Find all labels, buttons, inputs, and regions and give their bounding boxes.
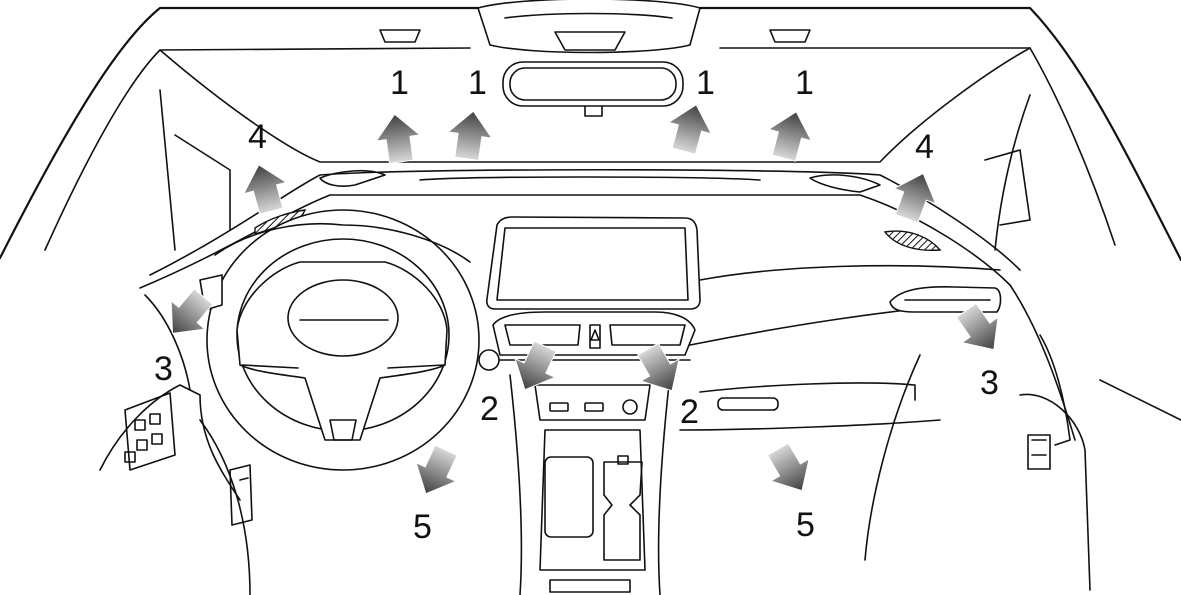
right-door-panel — [864, 284, 1181, 591]
label-1b: 1 — [468, 64, 487, 102]
arrow-footwell-5-right — [758, 437, 822, 503]
right-side-vent — [889, 286, 1002, 313]
label-2-left: 2 — [480, 390, 499, 428]
label-1c: 1 — [696, 64, 715, 102]
rear-view-mirror — [502, 61, 684, 117]
left-door-panel — [99, 294, 253, 595]
label-3-right: 3 — [980, 364, 999, 402]
label-2-right: 2 — [680, 393, 699, 431]
label-4-left: 4 — [248, 118, 267, 156]
label-5-right: 5 — [796, 506, 815, 544]
arrow-side-window-4-right — [885, 165, 945, 227]
arrow-side-window-4-left — [237, 158, 293, 218]
arrow-windshield-1a — [372, 110, 424, 166]
overhead-console — [379, 0, 811, 54]
label-3-left: 3 — [154, 350, 173, 388]
label-5-left: 5 — [413, 508, 432, 546]
label-4-right: 4 — [915, 128, 934, 166]
infotainment-screen — [486, 216, 701, 310]
label-1a: 1 — [390, 64, 409, 102]
arrow-windshield-1d — [762, 105, 818, 165]
roof-outline — [0, 6, 1181, 262]
steering-wheel — [206, 209, 500, 471]
label-1d: 1 — [795, 64, 814, 102]
arrow-windshield-1b — [444, 107, 496, 163]
center-console — [509, 374, 671, 595]
arrow-windshield-1c — [662, 98, 718, 158]
center-air-vents — [492, 311, 696, 361]
side-defog-vent-right — [883, 230, 942, 252]
